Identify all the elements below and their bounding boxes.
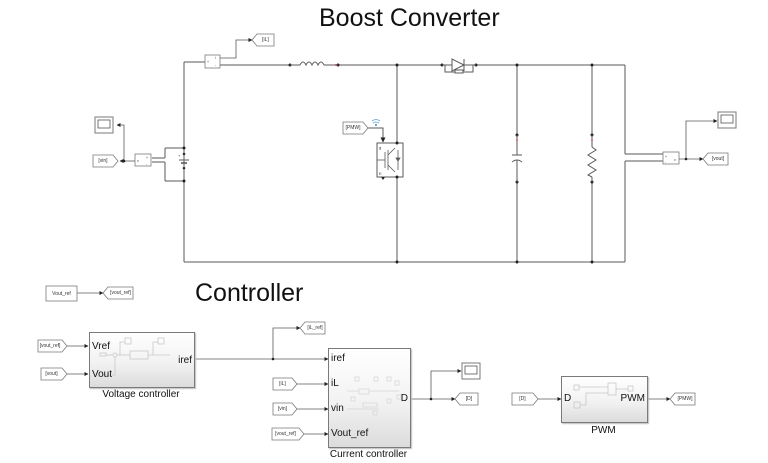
junction-dot	[429, 397, 433, 401]
tag-shapes	[37, 33, 729, 441]
junction-dot	[182, 179, 186, 183]
current-controller-subsystem[interactable]: iref iL vin Vout_ref D	[328, 348, 411, 448]
svg-text:g: g	[379, 145, 381, 150]
junction-dot	[271, 357, 275, 361]
resistor-icon[interactable]	[586, 135, 597, 182]
svg-text:-: -	[215, 63, 217, 67]
port-vout: Vout	[92, 369, 113, 380]
voltage-sensor-in-block[interactable]: v + -	[134, 153, 152, 167]
current-controller-caption: Current controller	[329, 449, 408, 460]
from-tag-vout-ref[interactable]: [vout_ref]	[39, 343, 61, 349]
port-iL: iL	[331, 378, 339, 389]
svg-text:+: +	[146, 156, 148, 160]
svg-text:E: E	[379, 171, 382, 176]
from-tag-iL[interactable]: [iL]	[279, 381, 286, 387]
junction-dot	[395, 260, 399, 264]
port-pwm-out: PWM	[620, 393, 645, 404]
svg-text:i: i	[215, 56, 216, 60]
goto-tag-vout-ref[interactable]: [vout_ref]	[110, 290, 131, 296]
voltage-controller-subsystem[interactable]: Vref Vout iref	[89, 332, 195, 388]
svg-text:v: v	[674, 158, 676, 162]
goto-tag-D[interactable]: [D]	[465, 396, 473, 402]
voltage-sensor-out-block[interactable]: + - v	[662, 151, 680, 165]
wireless-icon	[371, 119, 381, 127]
goto-tag-vout[interactable]: [vout]	[711, 156, 725, 162]
controller-wires	[67, 291, 671, 436]
junction-dot	[395, 63, 399, 67]
junction-dot	[515, 260, 519, 264]
voltage-controller-caption: Voltage controller	[102, 389, 180, 400]
capacitor-icon[interactable]	[511, 135, 523, 182]
svg-text:-: -	[146, 162, 148, 166]
dc-source-icon[interactable]	[179, 154, 189, 168]
signal-wire	[220, 38, 253, 59]
constant-vout-ref[interactable]: Vout_ref	[52, 290, 71, 297]
from-tag-vin[interactable]: [vin]	[98, 158, 108, 164]
subsystem-preview-icon	[99, 337, 170, 376]
port-vout-ref: Vout_ref	[331, 428, 369, 439]
dc-plus-sign: +	[178, 153, 181, 158]
svg-text:v: v	[137, 159, 139, 163]
scope-icon[interactable]	[94, 116, 114, 134]
port-D: D	[564, 393, 572, 404]
subsystem-preview-icon	[573, 382, 634, 409]
inductor-icon[interactable]	[290, 61, 338, 67]
junction-dot	[590, 63, 594, 67]
pwm-subsystem[interactable]: D PWM	[561, 376, 648, 423]
goto-tag-iL-ref[interactable]: [iL_ref]	[307, 325, 323, 331]
port-vref: Vref	[92, 341, 110, 352]
from-tag-vout[interactable]: [vout]	[45, 371, 58, 377]
svg-text:-: -	[665, 160, 667, 164]
port-D-out: D	[400, 393, 408, 404]
subsystem-preview-icon	[347, 376, 402, 416]
signal-wire	[116, 123, 135, 163]
gate-wire	[367, 127, 386, 143]
goto-tag-iL[interactable]: [iL]	[262, 37, 269, 43]
from-tag-pwm[interactable]: [PMW]	[345, 125, 361, 131]
scope-icon[interactable]	[461, 362, 481, 380]
igbt-switch-icon[interactable]: g E	[376, 141, 404, 181]
junction-dot	[182, 146, 186, 150]
constant-block-frame	[45, 285, 78, 302]
controller-title: Controller	[195, 279, 304, 307]
goto-tag-pwm[interactable]: [PMW]	[677, 396, 693, 402]
from-tag-vout-ref-2[interactable]: [vout_ref]	[275, 431, 296, 437]
port-iref: iref	[331, 353, 345, 364]
from-tag-vin-2[interactable]: [vin]	[277, 406, 288, 412]
svg-text:+: +	[665, 155, 667, 159]
junction-dot	[684, 157, 688, 161]
junction-dot	[122, 159, 126, 163]
port-iref-out: iref	[178, 355, 192, 366]
power-circuit	[152, 61, 663, 263]
pwm-caption: PWM	[591, 425, 616, 436]
boost-converter-title: Boost Converter	[319, 4, 500, 32]
scope-icon[interactable]	[717, 111, 737, 129]
diode-icon[interactable]	[442, 58, 476, 74]
current-sensor-block[interactable]: + i -	[204, 54, 221, 69]
port-vin: vin	[331, 403, 344, 414]
from-tag-D[interactable]: [D]	[519, 396, 526, 402]
junction-dot	[590, 260, 594, 264]
svg-text:+: +	[207, 60, 209, 64]
junction-dot	[515, 63, 519, 67]
signal-wire	[679, 119, 718, 161]
